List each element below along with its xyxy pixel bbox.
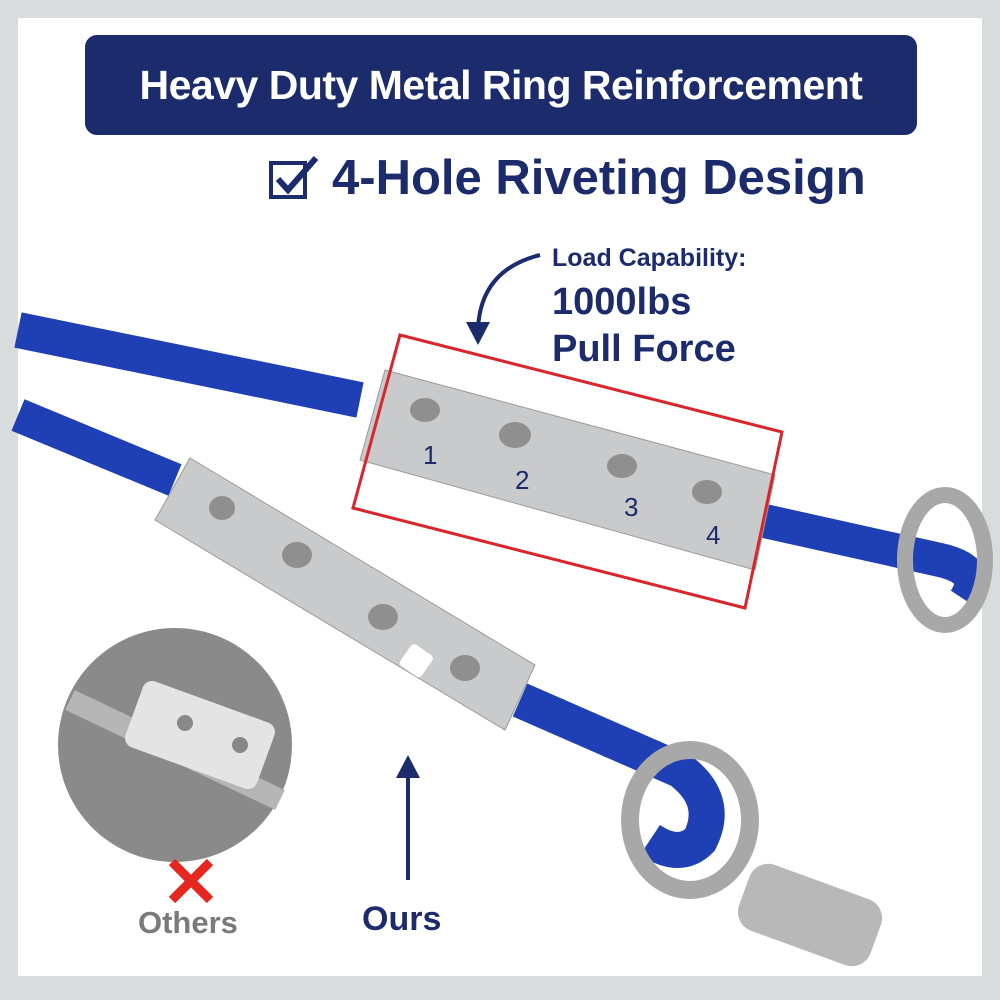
header-banner: Heavy Duty Metal Ring Reinforcement [85,35,917,135]
others-sleeve [125,680,275,790]
highlight-rectangle [351,333,784,610]
subtitle-text: 4-Hole Riveting Design [332,151,866,205]
cable-top [14,312,364,418]
metal-swivel-hook [737,863,883,967]
cable-top-right [756,503,989,610]
x-mark-icon [168,858,214,904]
subtitle: 4-Hole Riveting Design [268,150,866,206]
metal-sleeve-top [359,369,776,571]
rivet-number-3: 3 [624,492,639,522]
metal-ring-right [897,487,993,633]
load-unit-text: Pull Force [552,328,736,370]
rivet-number-1: 1 [423,440,438,470]
header-title: Heavy Duty Metal Ring Reinforcement [139,61,863,108]
load-callout: Load Capability: 1000lbs Pull Force [552,244,746,371]
rivet-holes-top [410,398,722,504]
cable-lower-right [512,683,725,868]
others-label: Others [138,905,238,940]
curved-arrow-icon [476,253,541,331]
metal-sleeve-ours [154,457,536,731]
rivet-number-4: 4 [706,520,721,550]
rivet-holes-ours [209,496,480,681]
metal-swivel-ring [621,741,759,899]
load-label: Load Capability: [552,244,747,272]
ours-label: Ours [362,900,442,938]
cable-second [11,399,182,496]
load-value: 1000lbs [552,281,692,323]
rivet-number-2: 2 [515,465,530,495]
checkbox-checked-icon [269,156,319,199]
